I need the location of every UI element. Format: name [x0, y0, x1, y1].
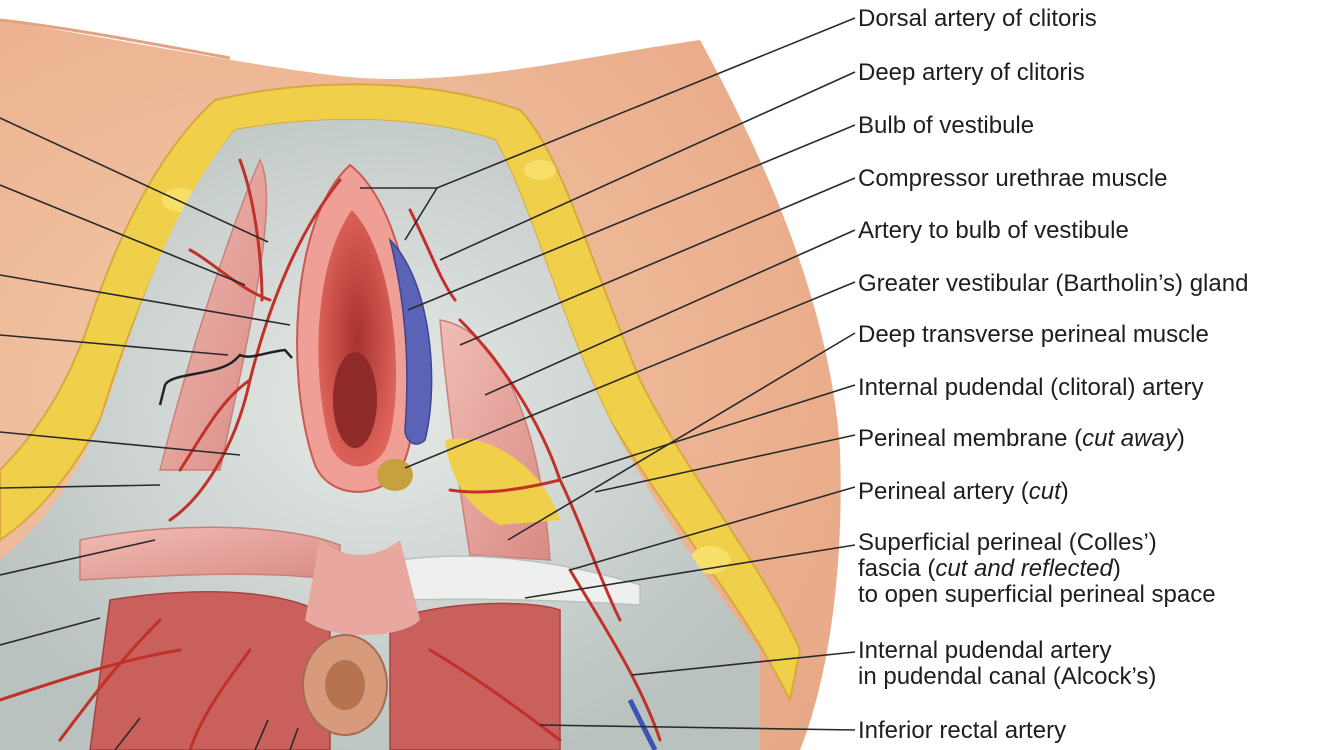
label-segment: ) — [1112, 555, 1121, 582]
label-line: in pudendal canal (Alcock’s) — [858, 664, 1156, 690]
label-inferior-rectal-artery: Inferior rectal artery — [858, 718, 1066, 744]
leader-lines — [0, 17, 856, 750]
label-segment: Dorsal artery of clitoris — [858, 5, 1097, 32]
bartholin-fat-pad — [445, 438, 560, 525]
label-line: Compressor urethrae muscle — [858, 166, 1167, 192]
label-segment: in pudendal canal (Alcock’s) — [858, 663, 1157, 690]
label-line: Deep transverse perineal muscle — [858, 322, 1209, 348]
label-segment: Internal pudendal (clitoral) artery — [858, 374, 1204, 401]
label-line: Perineal artery (cut) — [858, 479, 1069, 505]
label-segment: Bulb of vestibule — [858, 112, 1035, 139]
label-internal-pudendal-clitoral-artery: Internal pudendal (clitoral) artery — [858, 375, 1204, 401]
label-bulb-of-vestibule: Bulb of vestibule — [858, 113, 1034, 139]
label-segment: Perineal membrane ( — [858, 425, 1083, 452]
label-segment: fascia ( — [858, 555, 936, 582]
label-line: Deep artery of clitoris — [858, 60, 1085, 86]
label-segment: Internal pudendal artery — [858, 637, 1112, 664]
label-deep-transverse-perineal-muscle: Deep transverse perineal muscle — [858, 322, 1209, 348]
vein-accent — [627, 698, 658, 750]
superficial-transverse-muscles — [79, 526, 641, 606]
label-segment: to open superficial perineal space — [858, 581, 1216, 608]
label-italic-segment: cut and reflected — [935, 555, 1113, 582]
label-dorsal-artery-of-clitoris: Dorsal artery of clitoris — [858, 6, 1097, 32]
label-artery-to-bulb-of-vestibule: Artery to bulb of vestibule — [858, 218, 1129, 244]
label-line: Inferior rectal artery — [858, 718, 1066, 744]
label-line: Artery to bulb of vestibule — [858, 218, 1129, 244]
label-line: Internal pudendal (clitoral) artery — [858, 375, 1204, 401]
label-line: to open superficial perineal space — [858, 582, 1216, 608]
label-segment: Greater vestibular (Bartholin’s) gland — [858, 270, 1249, 297]
label-line: Dorsal artery of clitoris — [858, 6, 1097, 32]
label-line: Superficial perineal (Colles’) — [858, 530, 1216, 556]
vestibule-and-labia — [296, 163, 433, 493]
label-italic-segment: cut — [1028, 478, 1061, 505]
label-perineal-membrane: Perineal membrane (cut away) — [858, 426, 1185, 452]
label-segment: Perineal artery ( — [858, 478, 1029, 505]
label-line: Perineal membrane (cut away) — [858, 426, 1185, 452]
label-segment: ) — [1176, 425, 1185, 452]
label-segment: Deep transverse perineal muscle — [858, 321, 1209, 348]
label-line: Internal pudendal artery — [858, 638, 1156, 664]
left-brace — [158, 348, 293, 406]
label-segment: Superficial perineal (Colles’) — [858, 529, 1157, 556]
label-superficial-perineal-fascia: Superficial perineal (Colles’)fascia (cu… — [858, 530, 1216, 608]
anus — [302, 634, 388, 736]
label-italic-segment: cut away — [1082, 425, 1177, 452]
label-greater-vestibular-gland: Greater vestibular (Bartholin’s) gland — [858, 271, 1248, 297]
label-segment: Inferior rectal artery — [858, 717, 1067, 744]
label-compressor-urethrae-muscle: Compressor urethrae muscle — [858, 166, 1167, 192]
label-line: Bulb of vestibule — [858, 113, 1034, 139]
label-line: Greater vestibular (Bartholin’s) gland — [858, 271, 1248, 297]
label-segment: Compressor urethrae muscle — [858, 165, 1168, 192]
label-segment: Artery to bulb of vestibule — [858, 217, 1129, 244]
label-perineal-artery: Perineal artery (cut) — [858, 479, 1069, 505]
label-segment: ) — [1060, 478, 1069, 505]
label-line: fascia (cut and reflected) — [858, 556, 1216, 582]
label-segment: Deep artery of clitoris — [858, 59, 1085, 86]
label-deep-artery-of-clitoris: Deep artery of clitoris — [858, 60, 1085, 86]
